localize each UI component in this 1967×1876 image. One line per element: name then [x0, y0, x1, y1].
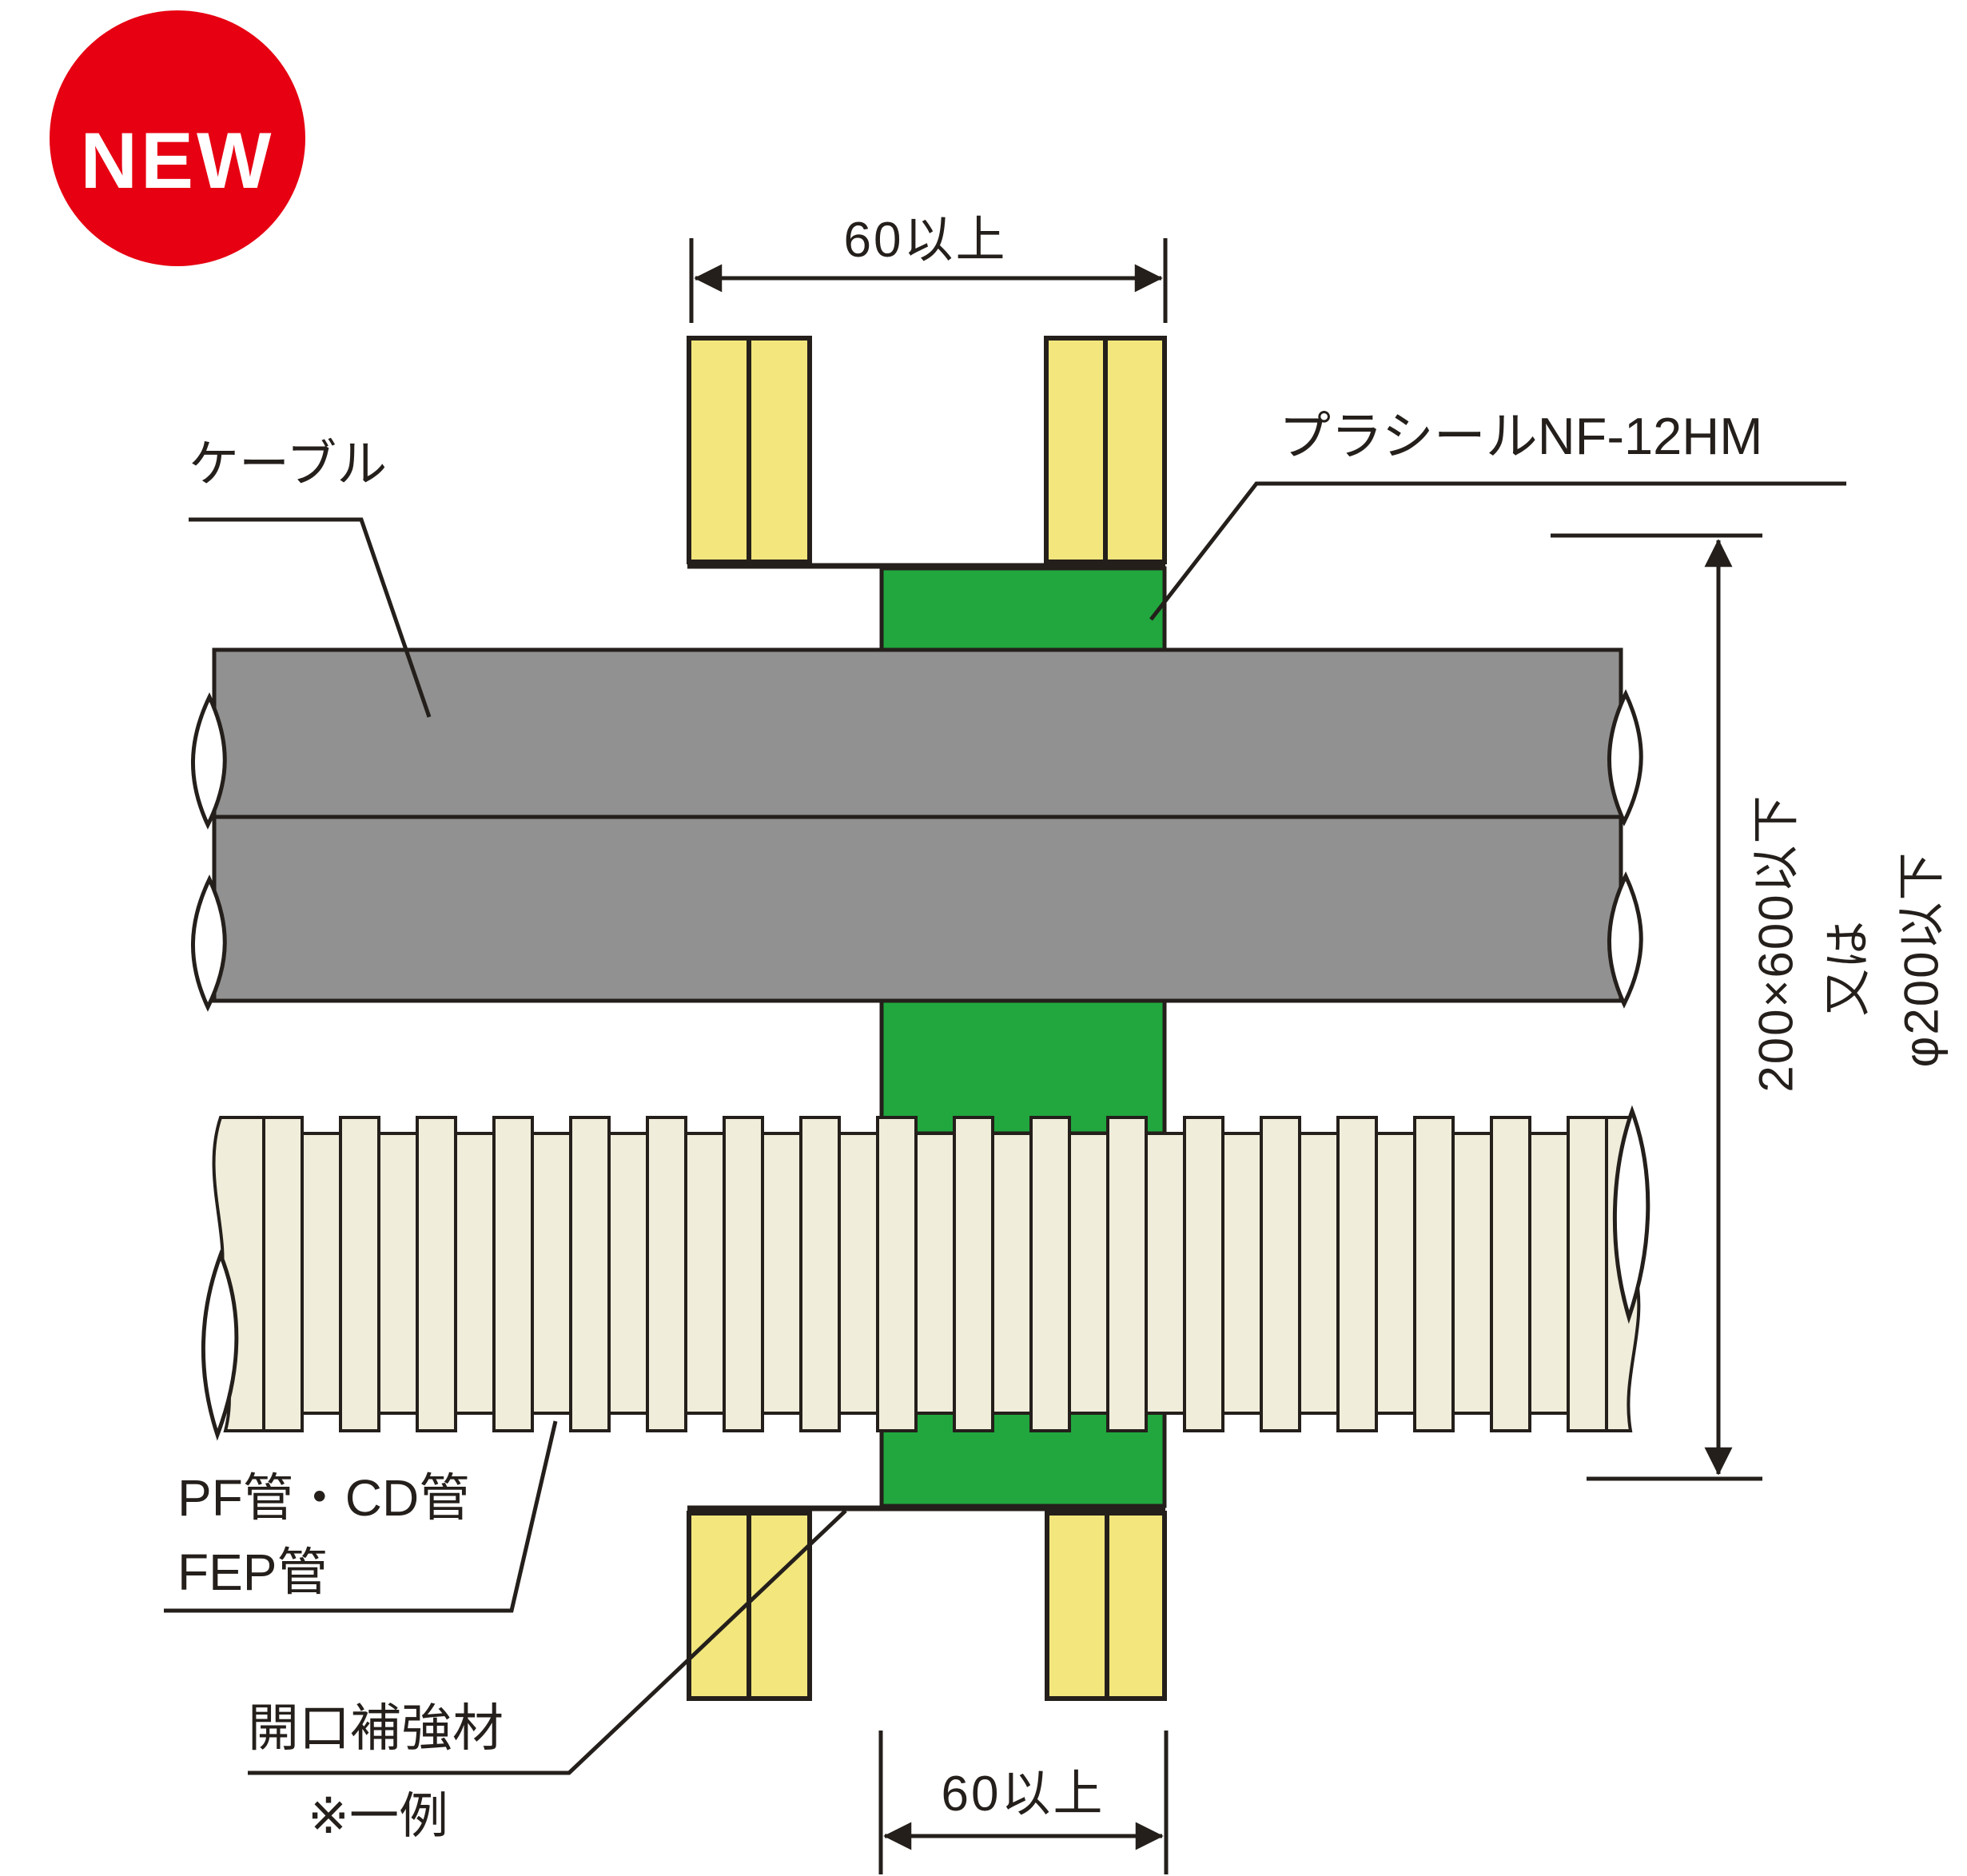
corrugated-pipe	[201, 1105, 1650, 1441]
wall-panel	[747, 336, 812, 564]
pipe-rib	[953, 1116, 994, 1432]
leader-lines	[164, 481, 1846, 1775]
dimension-right-text-diameter: φ200以下	[1894, 850, 1949, 1068]
pipes-label-line1: PF管・CD管	[177, 1469, 471, 1527]
pipe-rib	[1336, 1116, 1378, 1432]
pipe-rib	[991, 1132, 1033, 1415]
pipe-rib	[1567, 1116, 1608, 1432]
pipe-rib	[1528, 1132, 1570, 1415]
cable-label: ケーブル	[189, 436, 388, 492]
leader-cable	[189, 517, 432, 718]
pipe-rib	[1029, 1116, 1071, 1432]
pipe-rib	[799, 1116, 841, 1432]
pipe-rib	[262, 1116, 304, 1432]
dimension-right-text-size: 200×600以下	[1749, 794, 1803, 1093]
pipe-rib	[1451, 1132, 1493, 1415]
new-badge: NEW	[50, 10, 305, 266]
sealant-middle-block	[879, 998, 1167, 1136]
cable-lower	[212, 815, 1623, 1003]
pipe-rib	[1183, 1116, 1224, 1432]
dimension-top-width-text: 60以上	[843, 213, 1008, 268]
pipe-rib	[646, 1116, 687, 1432]
pipe-rib	[761, 1132, 802, 1415]
sealant-top-block	[879, 566, 1167, 652]
pipe-rib	[1490, 1116, 1531, 1432]
wall-panel	[1105, 1511, 1167, 1701]
pipe-rib	[914, 1132, 956, 1415]
pipe-break-lens-right	[1612, 1105, 1650, 1324]
wall-panel	[1103, 336, 1167, 564]
pipe-rib	[723, 1116, 764, 1432]
dimension-top-width	[689, 238, 1168, 323]
pipe-rib	[1145, 1132, 1186, 1415]
pipe-rib	[377, 1132, 419, 1415]
pipe-break-lens-left	[201, 1249, 239, 1441]
cable-upper	[212, 647, 1623, 819]
pipe-rib	[876, 1116, 918, 1432]
leader-reinforcement	[248, 1509, 847, 1775]
leader-sealant	[1149, 481, 1846, 621]
cable-break-left-upper	[191, 692, 227, 830]
pipe-rib	[531, 1132, 572, 1415]
pipe-rib	[838, 1132, 879, 1415]
dimension-right-text-or: 又は	[1821, 921, 1875, 1017]
pipe-rib	[607, 1132, 649, 1415]
cable-break-right-upper	[1607, 689, 1643, 826]
wall-panel	[1045, 1511, 1109, 1701]
pipe-rib	[339, 1116, 380, 1432]
reinforcement-label: 開口補強材	[248, 1699, 504, 1757]
pipe-rib	[454, 1132, 496, 1415]
wall-panels	[687, 336, 1167, 1701]
pipe-rib	[1260, 1116, 1301, 1432]
pipe-rib	[1068, 1132, 1109, 1415]
new-badge-label: NEW	[80, 116, 275, 205]
pipe-rib	[1298, 1132, 1340, 1415]
sealant-label: プラシールNF-12HM	[1279, 407, 1763, 465]
pipe-rib	[684, 1132, 726, 1415]
wall-panel	[1044, 336, 1108, 564]
cables	[191, 647, 1643, 1012]
pipe-rib	[416, 1116, 457, 1432]
dimension-right-height	[1551, 533, 1762, 1481]
pipes-label-line2: FEP管	[177, 1543, 328, 1601]
reinforcement-note: ※一例	[308, 1789, 448, 1844]
dimension-bottom-width	[878, 1731, 1169, 1874]
pipe-rib	[1221, 1132, 1263, 1415]
wall-panel	[687, 1511, 751, 1701]
pipe-rib	[1375, 1132, 1416, 1415]
opening-reinforcement-boards	[687, 563, 1165, 1512]
pipe-rib	[492, 1116, 534, 1432]
cable-break-left-lower	[191, 874, 227, 1012]
dimension-bottom-width-text: 60以上	[941, 1766, 1105, 1822]
pipe-ribs	[262, 1116, 1608, 1432]
pipe-rib	[301, 1132, 342, 1415]
pipe-rib	[569, 1116, 611, 1432]
wall-panel	[687, 336, 751, 564]
pipe-rib	[1106, 1116, 1148, 1432]
cable-break-right-lower	[1607, 871, 1643, 1009]
leader-pipes	[164, 1420, 558, 1613]
pipe-rib	[1413, 1116, 1455, 1432]
wall-panel	[747, 1511, 812, 1701]
